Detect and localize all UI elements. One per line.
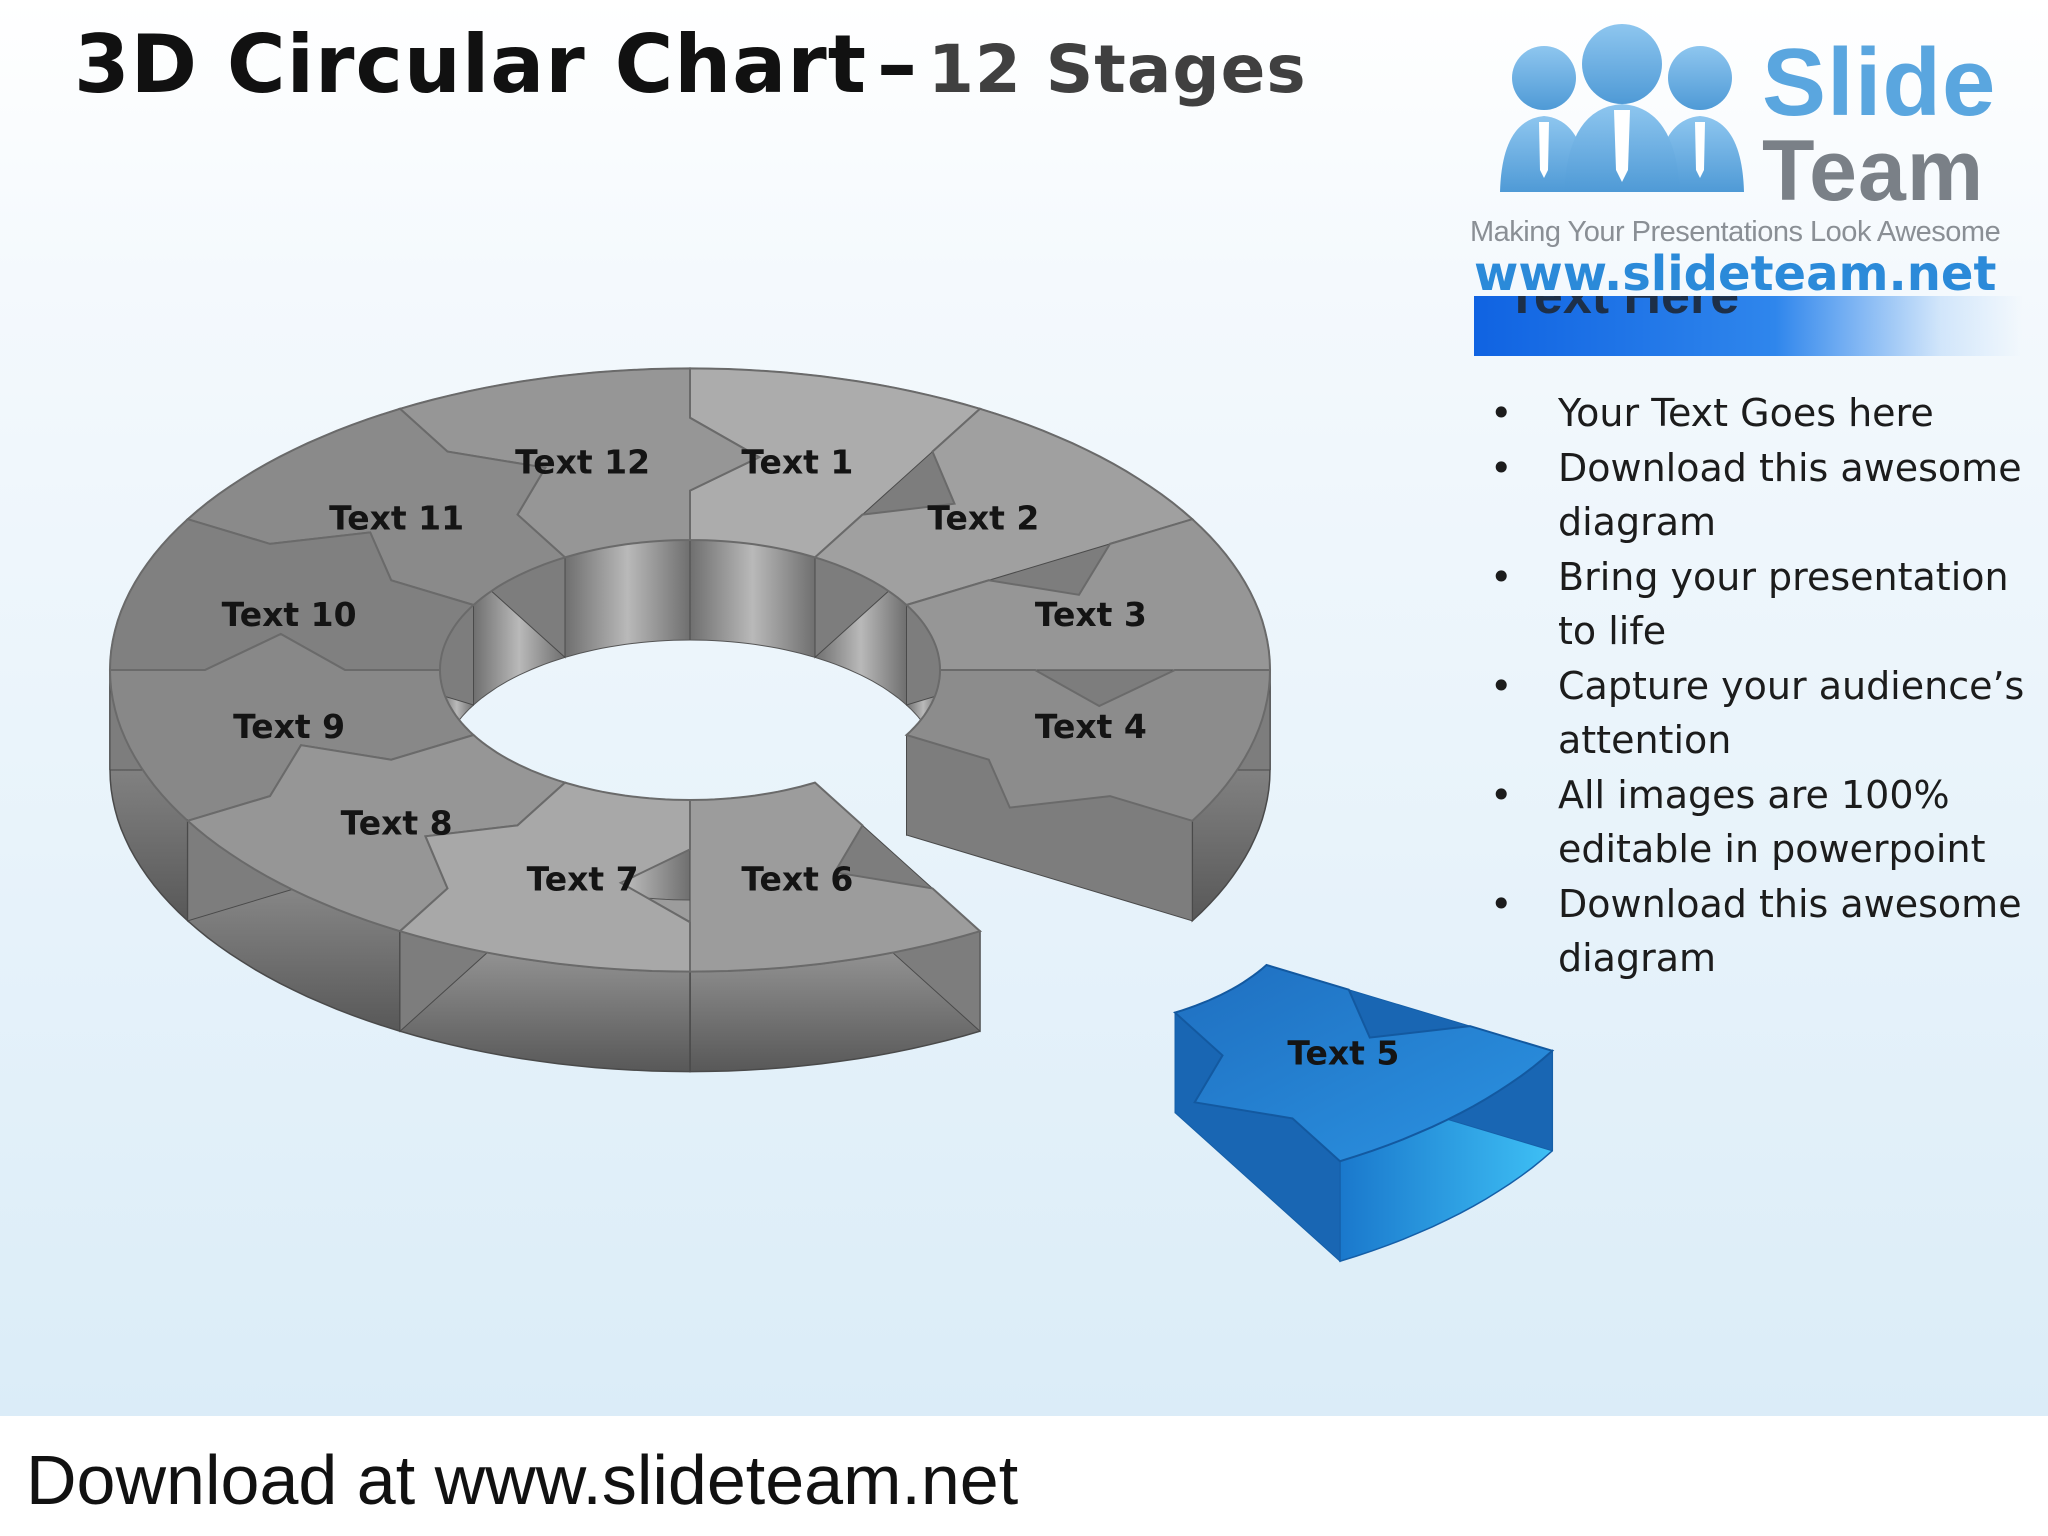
segment-top-face	[108, 632, 476, 822]
slideteam-logo: Slide Team Making Your Presentations Loo…	[1470, 20, 2030, 320]
ring-segment	[904, 669, 1272, 923]
people-icon	[1500, 24, 1744, 192]
bullet-item: All images are 100% editable in powerpoi…	[1490, 768, 2030, 877]
footer-download-text: Download at www.slideteam.net	[26, 1441, 1019, 1519]
stage-label: Text 7	[527, 859, 639, 898]
stage-label: Text 8	[341, 804, 453, 843]
stage-label: Text 12	[515, 443, 650, 482]
ring-segment	[618, 781, 983, 1073]
bullet-item: Bring your presentation to life	[1490, 550, 2030, 659]
ring-segment	[397, 781, 691, 1073]
title-subtitle: 12 Stages	[927, 31, 1307, 108]
logo-word-team: Team	[1762, 123, 1985, 219]
bullet-item: Download this awesome diagram	[1490, 877, 2030, 986]
bullet-item: Your Text Goes here	[1490, 386, 2030, 441]
segment-top-face	[185, 407, 567, 607]
ring-segment	[1173, 963, 1555, 1263]
sidebar-bullet-list: Your Text Goes here Download this awesom…	[1490, 386, 2030, 986]
bullet-item: Download this awesome diagram	[1490, 441, 2030, 550]
stage-label: Text 5	[1287, 1034, 1399, 1073]
slide-title: 3D Circular Chart–12 Stages	[74, 18, 1307, 111]
segment-inner-wall	[564, 539, 691, 659]
footer-bar: Download at www.slideteam.net	[0, 1416, 2048, 1536]
stage-label: Text 6	[741, 859, 853, 898]
stage-label: Text 2	[927, 498, 1039, 537]
stage-label: Text 4	[1035, 707, 1147, 746]
segment-top-face	[397, 781, 691, 973]
segment-top-face	[108, 518, 476, 671]
stage-label: Text 10	[222, 595, 357, 634]
logo-tagline: Making Your Presentations Look Awesome	[1470, 216, 2001, 248]
title-dash: –	[876, 18, 918, 111]
stage-label: Text 11	[329, 498, 464, 537]
logo-word-slide: Slide	[1762, 29, 1997, 136]
logo-url[interactable]: www.slideteam.net	[1474, 246, 1997, 302]
segment-inner-wall	[689, 539, 816, 659]
segment-top-face	[185, 733, 567, 933]
bullet-item: Capture your audience’s attention	[1490, 659, 2030, 768]
segment-top-face	[397, 367, 762, 559]
sidebar-heading-bar: Text Here	[1474, 296, 2022, 356]
sidebar-heading: Text Here	[1506, 296, 1740, 325]
segment-top-face	[1173, 963, 1555, 1163]
segment-top-face	[904, 669, 1272, 822]
title-main: 3D Circular Chart	[74, 18, 867, 111]
stage-label: Text 9	[233, 707, 345, 746]
stage-label: Text 3	[1035, 595, 1147, 634]
stage-label: Text 1	[741, 443, 853, 482]
